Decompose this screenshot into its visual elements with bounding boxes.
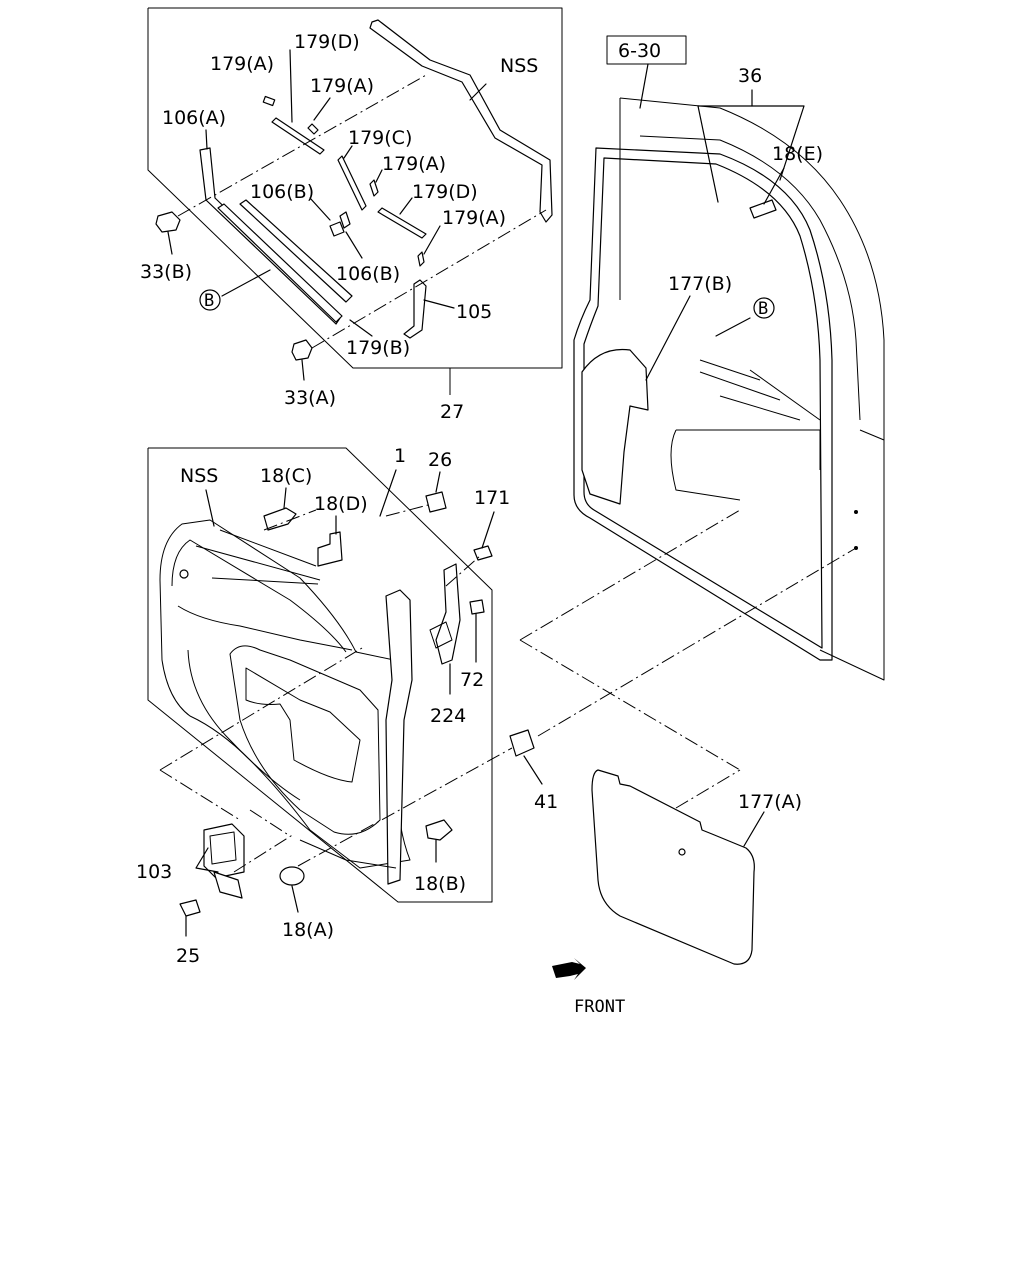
ref-36-leader bbox=[697, 89, 805, 203]
part-224-handle bbox=[429, 563, 461, 695]
box-1 bbox=[147, 447, 493, 903]
label-36: 36 bbox=[738, 65, 762, 87]
label-27: 27 bbox=[440, 401, 464, 423]
label-nss-top: NSS bbox=[500, 55, 538, 77]
label-106a: 106(A) bbox=[162, 107, 226, 129]
label-224: 224 bbox=[430, 705, 466, 727]
part-25-bolt bbox=[179, 899, 201, 937]
part-26-clip bbox=[425, 471, 447, 513]
label-179a-2: 179(A) bbox=[310, 75, 374, 97]
label-41: 41 bbox=[534, 791, 558, 813]
callout-b-1 bbox=[199, 289, 221, 311]
label-18d: 18(D) bbox=[314, 493, 368, 515]
label-18a: 18(A) bbox=[282, 919, 334, 941]
callout-b-2 bbox=[753, 297, 775, 319]
part-177b-seal bbox=[573, 147, 833, 661]
label-106b-2: 106(B) bbox=[336, 263, 400, 285]
label-103: 103 bbox=[136, 861, 172, 883]
part-105 bbox=[403, 279, 455, 339]
label-179a-3: 179(A) bbox=[382, 153, 446, 175]
part-33a-clip bbox=[291, 339, 313, 381]
label-105: 105 bbox=[456, 301, 492, 323]
label-177a: 177(A) bbox=[738, 791, 802, 813]
label-nss-mid: NSS bbox=[180, 465, 218, 487]
label-18e: 18(E) bbox=[772, 143, 823, 165]
label-179d-1: 179(D) bbox=[294, 31, 360, 53]
label-179a-1: 179(A) bbox=[210, 53, 274, 75]
part-18e-fastener bbox=[749, 167, 785, 219]
label-179c: 179(C) bbox=[348, 127, 412, 149]
part-nss-weatherstrip bbox=[369, 19, 553, 223]
label-33a: 33(A) bbox=[284, 387, 336, 409]
label-179b: 179(B) bbox=[346, 337, 410, 359]
label-6-30: 6-30 bbox=[618, 40, 661, 62]
part-nss-panel-leader bbox=[205, 489, 215, 527]
label-18b: 18(B) bbox=[414, 873, 466, 895]
part-18a-button bbox=[279, 866, 305, 913]
label-25: 25 bbox=[176, 945, 200, 967]
label-177b: 177(B) bbox=[668, 273, 732, 295]
label-72: 72 bbox=[460, 669, 484, 691]
label-179a-4: 179(A) bbox=[442, 207, 506, 229]
label-179d-2: 179(D) bbox=[412, 181, 478, 203]
label-26: 26 bbox=[428, 449, 452, 471]
label-18c: 18(C) bbox=[260, 465, 312, 487]
label-b-2: B bbox=[758, 299, 768, 319]
label-front: FRONT bbox=[574, 997, 625, 1017]
label-106b-1: 106(B) bbox=[250, 181, 314, 203]
part-179-pieces bbox=[262, 49, 441, 267]
label-1: 1 bbox=[394, 445, 406, 467]
part-18d-bracket bbox=[317, 515, 343, 567]
ref-6-30 bbox=[606, 35, 687, 109]
part-177a-sheet bbox=[591, 769, 765, 965]
door-outline bbox=[619, 97, 885, 681]
part-103-buckle bbox=[195, 823, 245, 899]
label-b-1: B bbox=[204, 291, 214, 311]
label-171: 171 bbox=[474, 487, 510, 509]
part-18c-clip bbox=[263, 487, 297, 531]
label-33b: 33(B) bbox=[140, 261, 192, 283]
part-171-clip bbox=[473, 511, 495, 561]
part-72-screw bbox=[469, 599, 485, 663]
box-27 bbox=[147, 7, 563, 395]
part-18b-clip bbox=[425, 819, 453, 863]
part-106b-strip bbox=[217, 199, 353, 323]
part-1-trim-panel bbox=[159, 519, 413, 885]
part-33b-clip bbox=[155, 211, 181, 255]
guide-lines bbox=[159, 503, 857, 873]
front-arrow-icon bbox=[552, 958, 586, 980]
part-41-clip bbox=[509, 729, 543, 785]
